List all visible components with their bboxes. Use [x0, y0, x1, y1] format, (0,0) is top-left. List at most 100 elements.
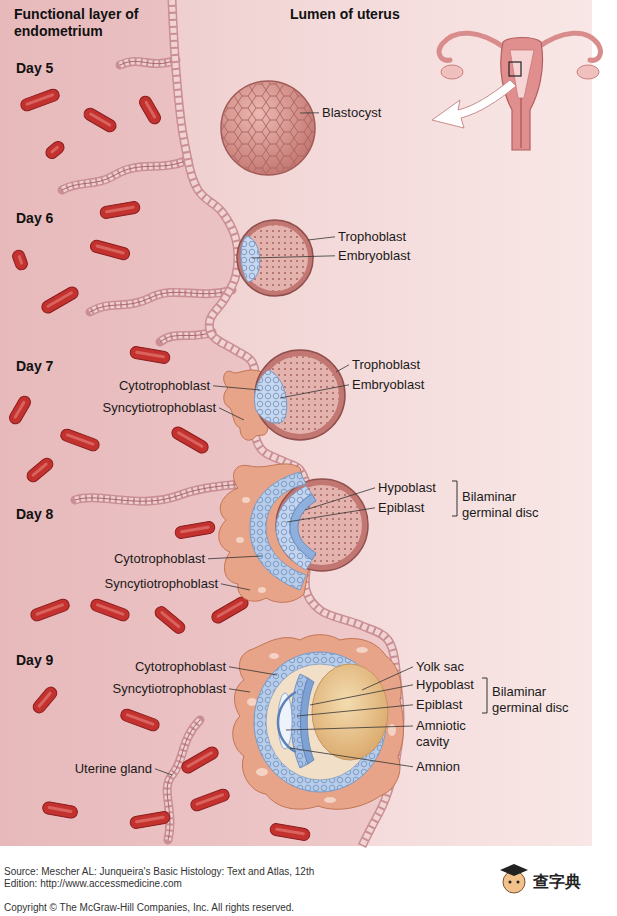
rect-shape — [40, 285, 81, 315]
leader-line — [336, 365, 349, 372]
path-shape — [290, 494, 316, 560]
blood-vessel — [40, 285, 81, 315]
day5-blastocyst — [221, 81, 315, 175]
blood-vessel — [210, 595, 251, 625]
blood-vessel — [25, 456, 56, 484]
path-shape — [537, 33, 600, 60]
ellipse-shape — [269, 653, 279, 659]
leader-line — [305, 488, 375, 510]
rect-shape — [82, 106, 118, 134]
rect-shape — [19, 88, 61, 113]
blood-vessel — [170, 425, 211, 455]
part-label: Epiblast — [416, 697, 462, 713]
part-label: Trophoblast — [352, 357, 420, 373]
path-shape — [160, 332, 212, 342]
bracket — [452, 481, 457, 516]
blood-vessel — [19, 88, 61, 113]
part-label: Epiblast — [378, 500, 424, 516]
leader-line — [308, 237, 335, 240]
watermark-icon — [500, 864, 528, 893]
circle-shape — [509, 881, 512, 884]
rect-shape — [46, 291, 73, 309]
blood-vessel — [42, 801, 79, 819]
blood-vessel — [59, 428, 101, 453]
ellipse-shape — [324, 797, 336, 803]
ellipse-shape — [258, 587, 266, 593]
part-label: Amniotic cavity — [416, 718, 486, 749]
leader-line — [229, 689, 250, 692]
ellipse-shape — [312, 664, 388, 760]
rect-shape — [180, 525, 210, 533]
path-shape — [500, 864, 528, 876]
rect-shape — [186, 751, 213, 769]
uterus-inset — [432, 33, 600, 150]
epithelial-cells — [172, 0, 400, 846]
uterine-gland — [90, 290, 232, 312]
day-label: Day 7 — [16, 358, 53, 375]
rect-shape — [7, 394, 32, 426]
blood-vessel — [174, 521, 215, 540]
circle-shape — [517, 881, 520, 884]
path-shape — [90, 290, 232, 312]
rect-shape — [42, 801, 79, 819]
part-label: Cytotrophoblast — [119, 378, 210, 394]
day-label: Day 9 — [16, 652, 53, 669]
part-label: Uterine gland — [75, 761, 152, 777]
leader-line — [252, 256, 335, 258]
part-label: Blastocyst — [322, 105, 381, 121]
leader-line — [213, 386, 260, 390]
ellipse-shape — [577, 65, 599, 79]
part-label: Hypoblast — [378, 480, 436, 496]
path-shape — [167, 720, 200, 840]
circle-shape — [255, 350, 345, 440]
leader-line — [310, 685, 413, 705]
blood-vessel — [29, 598, 71, 623]
ellipse-shape — [236, 537, 244, 543]
rect-shape — [66, 433, 95, 446]
uterine-gland — [120, 60, 176, 65]
day6-blastocyst — [237, 220, 313, 296]
path-shape — [62, 160, 188, 190]
rect-shape — [105, 205, 135, 213]
rect-shape — [137, 94, 162, 126]
surface-epithelium — [172, 0, 400, 846]
blood-vessel — [89, 598, 131, 623]
rect-shape — [153, 604, 188, 636]
rect-shape — [180, 745, 221, 775]
blood-vessel — [269, 823, 310, 842]
path-shape — [62, 160, 188, 190]
blood-vessel — [99, 201, 140, 220]
leader-line — [286, 726, 413, 730]
circle-shape — [222, 82, 314, 174]
path-shape — [167, 720, 200, 840]
copyright-note: Copyright © The McGraw-Hill Companies, I… — [4, 902, 294, 914]
rect-shape — [89, 239, 131, 261]
part-label: Embryoblast — [352, 377, 424, 393]
rect-shape — [195, 793, 224, 806]
group-label: Bilaminar germinal disc — [492, 684, 592, 715]
path-shape — [90, 290, 232, 312]
rect-shape — [37, 691, 52, 708]
day8-embryo — [219, 464, 368, 602]
path-shape — [278, 692, 296, 752]
leader-line — [297, 705, 413, 716]
rect-shape — [210, 595, 251, 625]
day-label: Day 5 — [16, 60, 53, 77]
rect-shape — [129, 811, 170, 830]
rect-shape — [119, 708, 161, 733]
rect-shape — [129, 346, 170, 365]
region-label: Lumen of uterus — [290, 6, 400, 23]
rect-shape — [174, 521, 215, 540]
rect-shape — [50, 145, 60, 154]
blood-vessel — [129, 346, 170, 365]
ellipse-shape — [256, 768, 268, 776]
leader-line — [280, 385, 349, 398]
leader-line — [287, 508, 375, 522]
blood-vessel — [137, 94, 162, 126]
leader-line — [221, 584, 250, 590]
rect-shape — [126, 713, 155, 726]
rect-shape — [170, 425, 211, 455]
rect-shape — [25, 456, 56, 484]
bracket — [482, 678, 487, 713]
